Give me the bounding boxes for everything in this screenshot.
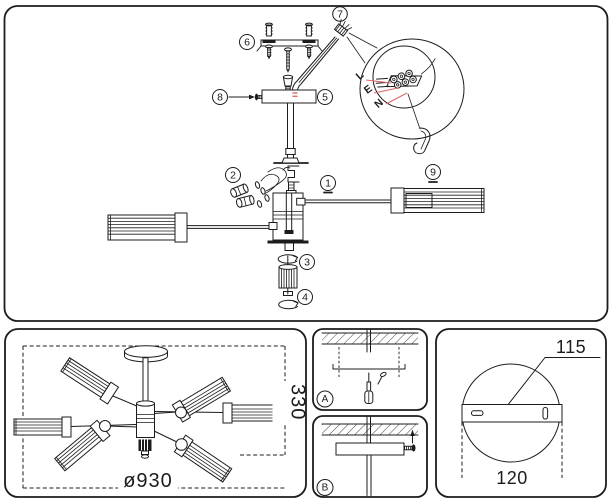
lamp-shade	[222, 402, 281, 424]
bracket-bar	[461, 404, 563, 423]
socket-joint	[175, 438, 188, 451]
mounting-bracket-icon	[332, 364, 406, 370]
part-callout-7-label: 7	[337, 9, 343, 21]
mounting-bracket-group: 6	[239, 22, 323, 60]
step-a-label: A	[322, 394, 329, 405]
mounting-screw-icon	[265, 44, 273, 60]
part-callout-5: 5	[317, 89, 333, 105]
suspension-screw-icon	[282, 47, 294, 92]
step-b-label: B	[322, 483, 329, 494]
wire-leader-e	[373, 87, 399, 94]
hub-body	[267, 192, 309, 244]
screwdriver-icon	[364, 372, 374, 404]
socket-wire	[265, 167, 287, 192]
part-callout-7: 7	[332, 6, 348, 22]
part-callout-4: 4	[297, 289, 313, 305]
canopy-icon	[335, 442, 405, 456]
mounting-screw-icon	[305, 44, 313, 60]
canopy-dimensions-panel: 115 120	[435, 328, 607, 498]
part-callout-2: 2	[225, 167, 241, 183]
leader-line	[506, 357, 546, 407]
arm	[112, 395, 140, 408]
lamp-arm-right: 9	[304, 164, 485, 214]
mounting-step-a-panel: A	[312, 328, 428, 411]
canopy-screw-group: 8	[212, 89, 264, 105]
dimension-width-label: 120	[496, 468, 528, 488]
dimension-diameter-label: ø930	[123, 470, 173, 492]
part-callout-6: 6	[239, 34, 255, 50]
assembly-exploded-panel: 6 7	[3, 5, 609, 322]
canopy: 5	[261, 89, 333, 105]
mounting-step-b-panel: B	[312, 415, 428, 498]
down-rod-icon	[366, 454, 372, 496]
wire-leader-l	[365, 79, 392, 84]
part-callout-6-label: 6	[244, 37, 250, 49]
lamp-arm-left	[107, 212, 270, 243]
rotation-arrow-icon	[277, 254, 298, 264]
part-callout-1: 1	[320, 175, 336, 194]
dimension-height-label: 330	[287, 384, 309, 420]
bracket-slot	[471, 410, 484, 416]
part-callout-4-label: 4	[302, 292, 308, 304]
dimension-hole-spacing-label: 115	[556, 337, 586, 357]
bulb-group: 3 4	[277, 242, 315, 310]
part-callout-5-label: 5	[322, 92, 328, 104]
part-callout-2-label: 2	[230, 170, 236, 182]
part-callout-8-label: 8	[217, 92, 223, 104]
step-a-badge: A	[316, 390, 334, 408]
mains-wires-group: 7	[292, 6, 378, 92]
socket-hardware-group: 2	[225, 166, 291, 208]
part-callout-1-label: 1	[325, 178, 331, 190]
socket-joint	[175, 406, 187, 419]
part-callout-3-label: 3	[304, 257, 310, 269]
supply-wire	[366, 416, 371, 444]
terminal-block	[375, 58, 436, 89]
side-screw-icon	[404, 429, 416, 452]
part-callout-3: 3	[299, 254, 315, 270]
lamp-socket-icon	[235, 194, 255, 208]
arm	[107, 425, 138, 428]
lamp-socket-icon	[230, 183, 249, 198]
hub	[136, 403, 155, 438]
wire-ends-icon	[333, 18, 353, 37]
supply-wire	[366, 329, 371, 353]
lamp-shade	[13, 416, 72, 438]
rotation-arrow-icon	[278, 299, 299, 310]
assembled-dimensions-panel: ø930 330	[4, 328, 309, 498]
part-callout-9-label: 9	[430, 167, 436, 179]
socket-wire	[260, 173, 280, 195]
wall-anchor-icon	[305, 22, 313, 37]
wire-leader-n	[385, 92, 408, 105]
part-callout-9: 9	[425, 164, 441, 183]
bracket-slot	[542, 407, 549, 420]
step-b-badge: B	[316, 479, 334, 496]
arm	[151, 429, 181, 444]
assembled-chandelier	[13, 345, 281, 485]
socket-joint	[99, 420, 111, 432]
wall-anchor-icon	[265, 22, 273, 37]
screw-icon	[377, 371, 387, 385]
part-callout-8: 8	[212, 89, 228, 105]
safety-hook-icon	[413, 127, 431, 155]
